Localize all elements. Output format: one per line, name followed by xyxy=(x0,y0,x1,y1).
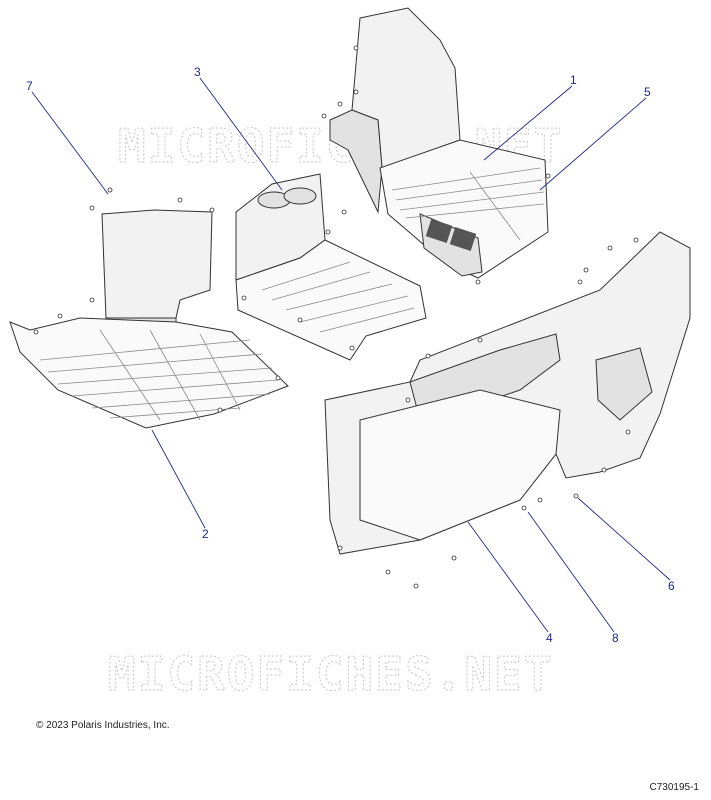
leader-8 xyxy=(527,511,615,633)
leader-6 xyxy=(577,497,671,581)
leader-2 xyxy=(151,429,206,529)
callout-2: 2 xyxy=(202,527,209,541)
callout-1: 1 xyxy=(570,73,577,87)
callout-5: 5 xyxy=(644,85,651,99)
callout-7: 7 xyxy=(26,79,33,93)
footwell-upper-right xyxy=(329,7,549,279)
leader-3 xyxy=(199,77,283,191)
floor-panel-left xyxy=(9,209,289,429)
leader-4 xyxy=(467,521,549,633)
callout-6: 6 xyxy=(668,579,675,593)
callout-8: 8 xyxy=(612,631,619,645)
leader-lines xyxy=(31,77,671,633)
watermark-bottom: MICROFICHES.NET xyxy=(108,647,553,701)
leader-7 xyxy=(31,91,109,195)
figure-id: C730195-1 xyxy=(649,782,699,793)
side-panel-right xyxy=(324,231,691,555)
callouts: 1 2 3 4 5 6 7 8 xyxy=(26,65,675,645)
leader-1 xyxy=(483,85,573,161)
leader-5 xyxy=(539,97,647,191)
fasteners xyxy=(33,45,639,589)
center-console xyxy=(235,173,427,361)
callout-4: 4 xyxy=(546,631,553,645)
callout-3: 3 xyxy=(194,65,201,79)
copyright-text: © 2023 Polaris Industries, Inc. xyxy=(36,720,170,731)
